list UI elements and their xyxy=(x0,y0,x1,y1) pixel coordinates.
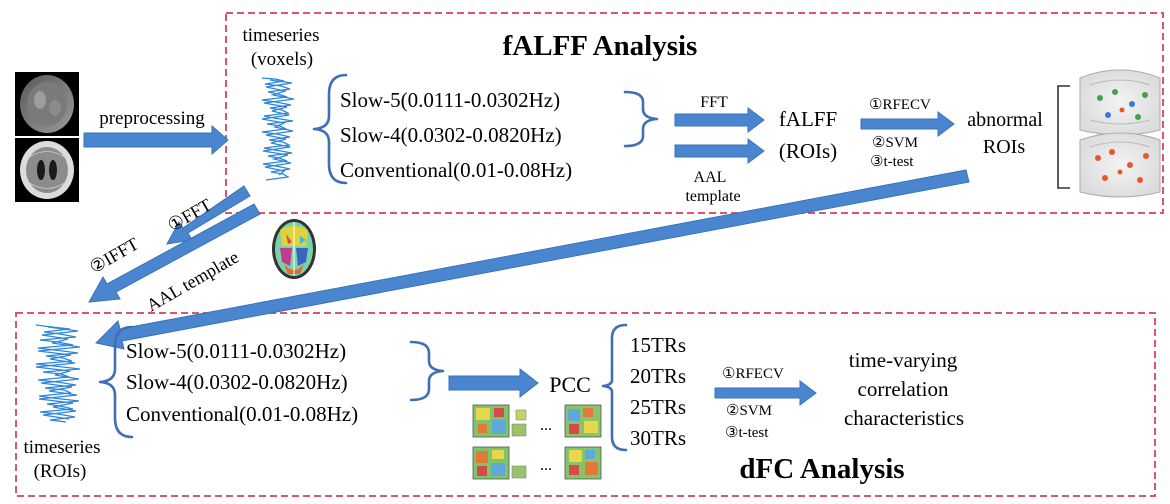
top-timeseries-label-line2: (voxels) xyxy=(251,49,313,70)
bottom-right-brace xyxy=(409,340,445,402)
aal-arrow xyxy=(674,138,765,164)
top-method-rfecv: ①RFECV xyxy=(869,97,931,113)
top-right-brace xyxy=(623,90,659,148)
result-label-line2: correlation xyxy=(858,377,949,401)
bottom-method-svm: ②SVM xyxy=(726,403,772,419)
dfc-title: dFC Analysis xyxy=(739,453,904,485)
top-method-ttest: ③t-test xyxy=(870,154,914,170)
result-label-line1: time-varying xyxy=(849,348,958,372)
correlation-matrices xyxy=(472,404,602,480)
abnormal-to-dfc-arrow xyxy=(94,169,970,350)
pcc-arrow xyxy=(448,367,539,399)
abnormal-rois-line1: abnormal xyxy=(967,109,1043,131)
falff-label-line2: (ROIs) xyxy=(779,139,837,163)
result-label-line3: characteristics xyxy=(844,406,964,430)
aal-atlas-icon xyxy=(272,219,316,279)
mri-scan-image xyxy=(15,72,79,202)
top-classify-arrow xyxy=(860,111,955,137)
matrix-ellipsis-top: ... xyxy=(540,417,552,434)
dfc-section-box xyxy=(15,312,1156,497)
bottom-band-slow5: Slow-5(0.0111-0.0302Hz) xyxy=(126,339,346,363)
window-15trs: 15TRs xyxy=(630,333,686,357)
window-25trs: 25TRs xyxy=(630,395,686,419)
top-band-conventional: Conventional(0.01-0.08Hz) xyxy=(340,158,572,182)
bottom-method-ttest: ③t-test xyxy=(725,425,769,441)
window-20trs: 20TRs xyxy=(630,364,686,388)
preprocessing-arrow xyxy=(83,124,229,156)
preprocessing-label: preprocessing xyxy=(99,108,205,129)
brain-bracket xyxy=(1057,85,1070,189)
top-timeseries-label-line1: timeseries xyxy=(242,25,319,46)
window-30trs: 30TRs xyxy=(630,426,686,450)
window-bracket xyxy=(601,323,628,452)
top-aal-label-line2: template xyxy=(685,188,740,205)
top-method-svm: ②SVM xyxy=(872,135,918,151)
brain-roi-image-top xyxy=(1079,69,1161,136)
top-band-slow4: Slow-4(0.0302-0.0820Hz) xyxy=(340,123,562,147)
bottom-timeseries-label-line1: timeseries xyxy=(23,437,100,458)
abnormal-rois-line2: ROIs xyxy=(983,136,1025,158)
bottom-method-rfecv: ①RFECV xyxy=(722,366,784,382)
roi-timeseries-signal xyxy=(35,324,81,423)
top-fft-label: FFT xyxy=(700,94,728,111)
falff-label-line1: fALFF xyxy=(779,107,837,131)
fft-down-arrow xyxy=(166,185,251,245)
bottom-timeseries-label-line2: (ROIs) xyxy=(34,461,87,482)
ifft-down-arrow xyxy=(88,203,261,303)
bottom-classify-arrow xyxy=(714,380,817,406)
bottom-band-slow4: Slow-4(0.0302-0.0820Hz) xyxy=(126,370,348,394)
voxel-timeseries-signal xyxy=(261,77,295,181)
top-aal-label-line1: AAL xyxy=(694,169,727,186)
bottom-band-conventional: Conventional(0.01-0.08Hz) xyxy=(126,402,358,426)
falff-title: fALFF Analysis xyxy=(503,30,698,62)
bottom-left-brace xyxy=(98,325,134,439)
falff-section-box xyxy=(225,12,1164,214)
brain-roi-image-bottom xyxy=(1079,132,1161,198)
top-band-slow5: Slow-5(0.0111-0.0302Hz) xyxy=(340,88,560,112)
top-left-brace xyxy=(312,73,348,185)
matrix-ellipsis-bottom: ... xyxy=(540,457,552,474)
pcc-label: PCC xyxy=(549,372,591,397)
fft-arrow xyxy=(674,107,765,133)
